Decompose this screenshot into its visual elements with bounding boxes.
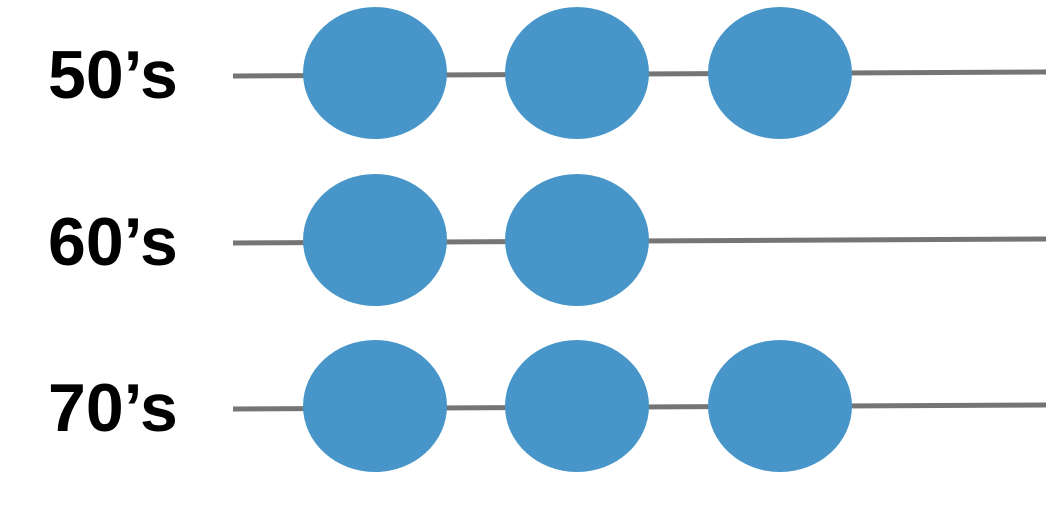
decade-dot [505, 174, 649, 306]
decade-row: 60’s [48, 174, 1047, 306]
decade-dot [708, 340, 852, 472]
decade-row: 70’s [48, 340, 1047, 472]
decade-dot [708, 7, 852, 139]
decade-label: 70’s [48, 370, 178, 446]
decade-dot [303, 7, 447, 139]
decade-dot [303, 340, 447, 472]
decade-dot [505, 340, 649, 472]
decade-row: 50’s [48, 7, 1047, 139]
decade-dot [303, 174, 447, 306]
decade-dot [505, 7, 649, 139]
decade-label: 60’s [48, 204, 178, 280]
decade-label: 50’s [48, 37, 178, 113]
